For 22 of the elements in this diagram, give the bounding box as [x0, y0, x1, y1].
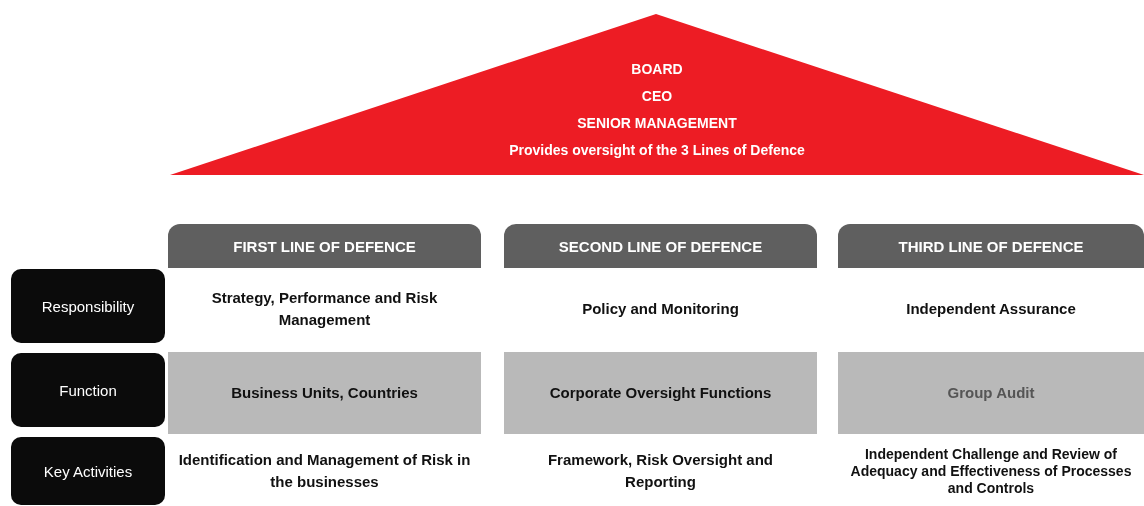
cell-text: Policy and Monitoring [582, 299, 739, 319]
column-header: FIRST LINE OF DEFENCE [168, 224, 481, 268]
shaded-cell [168, 352, 481, 434]
shaded-cell [838, 352, 1144, 434]
row-label: Key Activities [11, 437, 165, 505]
roof-text: CEO [641, 87, 673, 106]
roof-text: SENIOR MANAGEMENT [577, 114, 737, 133]
roof-text: BOARD [631, 60, 683, 79]
row-label: Function [11, 353, 165, 427]
cell-text: Identification and Management of Risk in the businesses [178, 450, 471, 492]
cell-text: Framework, Risk Oversight and Reporting [546, 450, 775, 492]
column-header: THIRD LINE OF DEFENCE [838, 224, 1144, 268]
cell-text: Group Audit [947, 383, 1035, 403]
cell-text: Independent Assurance [906, 299, 1076, 319]
shaded-cell [504, 352, 817, 434]
cell-text: Business Units, Countries [231, 383, 418, 403]
roof-text: Provides oversight of the 3 Lines of Defence [509, 141, 805, 160]
row-label: Responsibility [11, 269, 165, 343]
column-header: SECOND LINE OF DEFENCE [504, 224, 817, 268]
cell-text: Independent Challenge and Review of Adequacy and Effectiveness of Processes and Controls [849, 445, 1133, 497]
cell-text: Strategy, Performance and Risk Management [210, 288, 439, 330]
cell-text: Corporate Oversight Functions [549, 383, 772, 403]
